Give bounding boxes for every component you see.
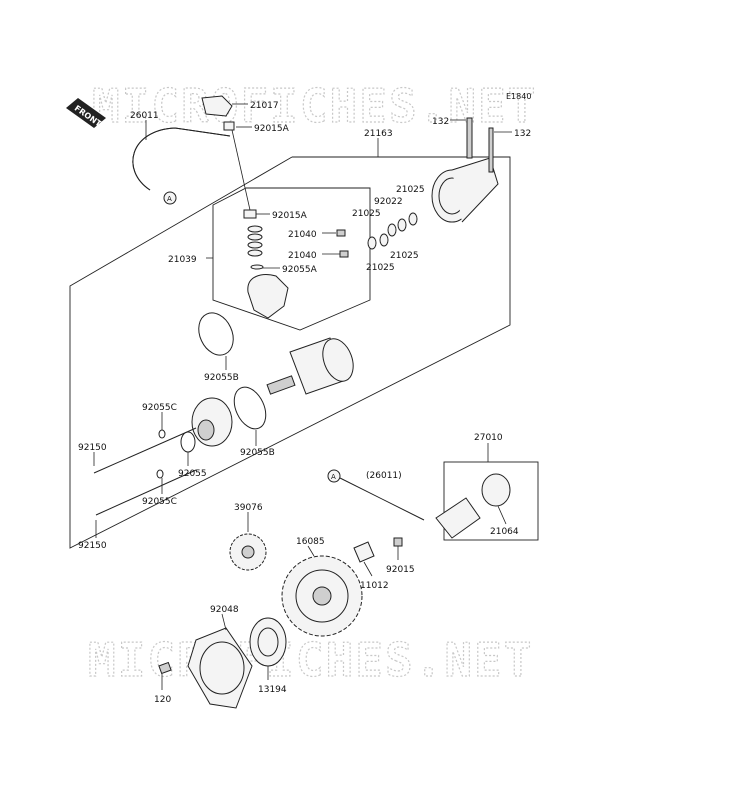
watermark-top: MICROFICHES.NET	[92, 79, 537, 133]
callout-39076: 39076	[234, 503, 263, 513]
callout-92022: 92022	[374, 197, 403, 207]
callout-92055c-upper: 92055C	[142, 403, 177, 413]
brush-plate	[247, 274, 289, 319]
callout-92055a: 92055A	[282, 265, 318, 275]
solenoid-frame-27010	[443, 461, 539, 541]
ref-a-top-label: A	[167, 195, 172, 203]
washer-92022	[387, 223, 397, 237]
diagram-code: E1840	[506, 92, 531, 101]
watermark-bottom: MICROFICHES.NET	[88, 633, 533, 687]
washer-21025-1	[367, 236, 377, 250]
washer-21025-3	[397, 218, 407, 232]
callout-92150-lower: 92150	[78, 541, 107, 551]
assembly-frame-21163	[69, 156, 511, 549]
callout-92055: 92055	[178, 469, 207, 479]
starter-yoke	[266, 337, 354, 395]
brush-21040-b	[339, 250, 349, 258]
ref-a-bottom-label: A	[331, 473, 336, 481]
callout-21039: 21039	[168, 255, 197, 265]
o-ring-92055c-upper	[158, 429, 166, 439]
nut-92015a-top	[223, 121, 235, 131]
terminal-cap-21017	[201, 95, 233, 117]
callout-21025-c: 21025	[390, 251, 419, 261]
callout-21025-a: 21025	[396, 185, 425, 195]
callout-21163: 21163	[364, 129, 393, 139]
callout-13194: 13194	[258, 685, 287, 695]
callout-21025-d: 21025	[366, 263, 395, 273]
bolt-132-left	[466, 117, 473, 159]
o-ring-92055b-upper	[198, 312, 234, 356]
callout-26011-ref: (26011)	[366, 471, 402, 481]
ref-circle-a-bottom	[327, 469, 341, 483]
callout-132-left: 132	[432, 117, 449, 127]
callout-21064: 21064	[490, 527, 519, 537]
callout-132-right: 132	[514, 129, 531, 139]
washer-21025-4	[408, 212, 418, 226]
callout-92055c-lower: 92055C	[142, 497, 177, 507]
callout-11012: 11012	[360, 581, 389, 591]
callout-26011: 26011	[130, 111, 159, 121]
callout-92055b-lower: 92055B	[240, 448, 275, 458]
nut-92015	[393, 537, 403, 547]
callout-92015a-top: 92015A	[254, 124, 290, 134]
bolt-120	[158, 661, 172, 675]
callout-21025-b: 21025	[352, 209, 381, 219]
callout-92055b-upper: 92055B	[204, 373, 239, 383]
front-cover	[191, 397, 233, 447]
lead-wire-26011	[132, 127, 231, 191]
o-ring-92055b-lower	[233, 386, 267, 430]
o-ring-92055	[180, 431, 196, 453]
cap-11012	[353, 541, 375, 563]
subassembly-frame-21039	[212, 187, 371, 331]
callout-92150-upper: 92150	[78, 443, 107, 453]
through-bolt-92150-upper	[93, 427, 197, 474]
callout-92015: 92015	[386, 565, 415, 575]
callout-16085: 16085	[296, 537, 325, 547]
callout-92048: 92048	[210, 605, 239, 615]
one-way-clutch-13194	[249, 617, 287, 667]
callout-92015a-mid: 92015A	[272, 211, 308, 221]
callout-27010: 27010	[474, 433, 503, 443]
brush-21040-a	[336, 229, 346, 237]
callout-21040-b: 21040	[288, 251, 317, 261]
through-bolt-92150-lower	[95, 469, 197, 516]
callout-21017: 21017	[250, 101, 279, 111]
callout-120: 120	[154, 695, 171, 705]
o-ring-92055c-lower	[156, 469, 164, 479]
ref-circle-a-top	[163, 191, 177, 205]
lead-wire-26011-ref	[339, 477, 425, 521]
callout-21040-a: 21040	[288, 230, 317, 240]
solenoid-27010	[435, 473, 511, 539]
washer-21025-2	[379, 233, 389, 247]
terminal-92015a-mid	[243, 209, 257, 219]
bolt-132-right	[488, 127, 494, 173]
